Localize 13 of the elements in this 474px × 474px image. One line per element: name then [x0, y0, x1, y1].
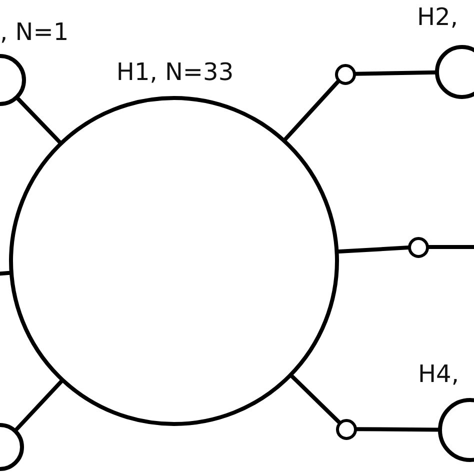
network-link: [427, 245, 474, 249]
network-link: [282, 79, 340, 142]
haplotype-label: , N=1: [0, 20, 69, 44]
network-link: [0, 270, 12, 276]
haplotype-label: H1, N=33: [116, 60, 234, 84]
haplotype-label: H4,: [418, 362, 459, 386]
network-link: [354, 427, 440, 432]
network-link: [15, 96, 62, 145]
network-link: [14, 378, 64, 432]
network-link: [336, 246, 410, 254]
network-link: [289, 373, 341, 424]
network-link: [354, 70, 438, 76]
haplotype-label: H2,: [417, 5, 458, 29]
